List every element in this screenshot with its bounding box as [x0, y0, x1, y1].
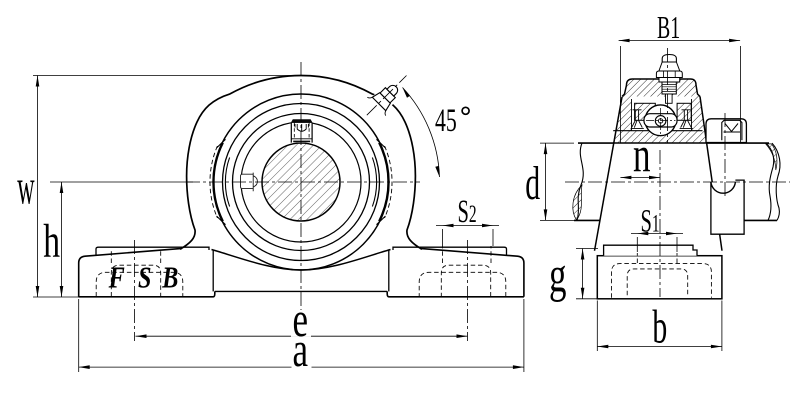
svg-text:a: a — [293, 323, 309, 377]
svg-text:n: n — [633, 128, 650, 182]
svg-text:h: h — [43, 214, 60, 267]
svg-text:b: b — [652, 299, 667, 353]
svg-text:45: 45 — [435, 103, 457, 140]
svg-text:w: w — [17, 160, 35, 215]
svg-text:B1: B1 — [657, 9, 680, 45]
svg-text:d: d — [525, 156, 540, 210]
svg-text:S1: S1 — [641, 203, 660, 239]
svg-text:S2: S2 — [458, 193, 477, 229]
svg-text:g: g — [549, 248, 566, 302]
svg-text:F: F — [108, 261, 125, 296]
svg-text:e: e — [293, 293, 309, 347]
svg-text:S: S — [138, 261, 151, 296]
svg-text:B: B — [161, 261, 178, 296]
